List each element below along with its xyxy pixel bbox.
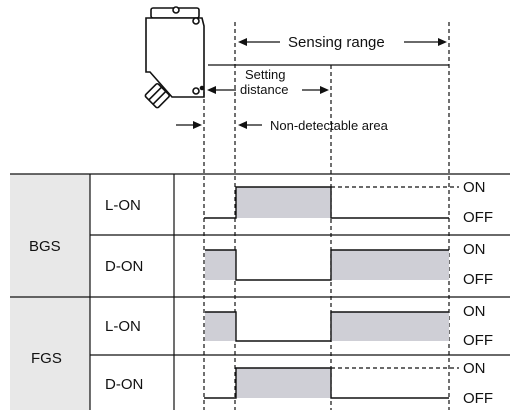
on-label-bgs-lon: ON bbox=[463, 179, 486, 196]
off-label-fgs-don: OFF bbox=[463, 390, 493, 407]
setting-distance-label-line1: Setting bbox=[245, 67, 285, 82]
mode-label-fgs-don: D-ON bbox=[105, 376, 143, 393]
mode-label-fgs-lon: L-ON bbox=[105, 318, 141, 335]
sensing-range-label: Sensing range bbox=[288, 34, 385, 51]
group-label-bgs: BGS bbox=[29, 238, 61, 255]
timing-table bbox=[10, 173, 510, 410]
waveform-fgs-don bbox=[204, 367, 459, 399]
off-label-bgs-don: OFF bbox=[463, 271, 493, 288]
waveform-fgs-lon bbox=[205, 311, 449, 342]
reference-dashed-lines bbox=[203, 22, 450, 410]
on-label-fgs-lon: ON bbox=[463, 303, 486, 320]
waveform-bgs-lon bbox=[204, 186, 459, 219]
off-label-fgs-lon: OFF bbox=[463, 332, 493, 349]
photoelectric-sensor-icon bbox=[144, 6, 205, 109]
bgs-group-cell bbox=[10, 174, 90, 297]
group-label-fgs: FGS bbox=[31, 350, 62, 367]
non-detectable-area-label: Non-detectable area bbox=[270, 118, 389, 133]
mode-label-bgs-don: D-ON bbox=[105, 258, 143, 275]
setting-distance-label-line2: distance bbox=[240, 82, 288, 97]
mode-label-bgs-lon: L-ON bbox=[105, 197, 141, 214]
on-label-fgs-don: ON bbox=[463, 360, 486, 377]
waveform-bgs-don bbox=[205, 249, 449, 281]
off-label-bgs-lon: OFF bbox=[463, 209, 493, 226]
on-label-bgs-don: ON bbox=[463, 241, 486, 258]
fgs-group-cell bbox=[10, 297, 90, 410]
annotation-arrows bbox=[176, 38, 449, 129]
